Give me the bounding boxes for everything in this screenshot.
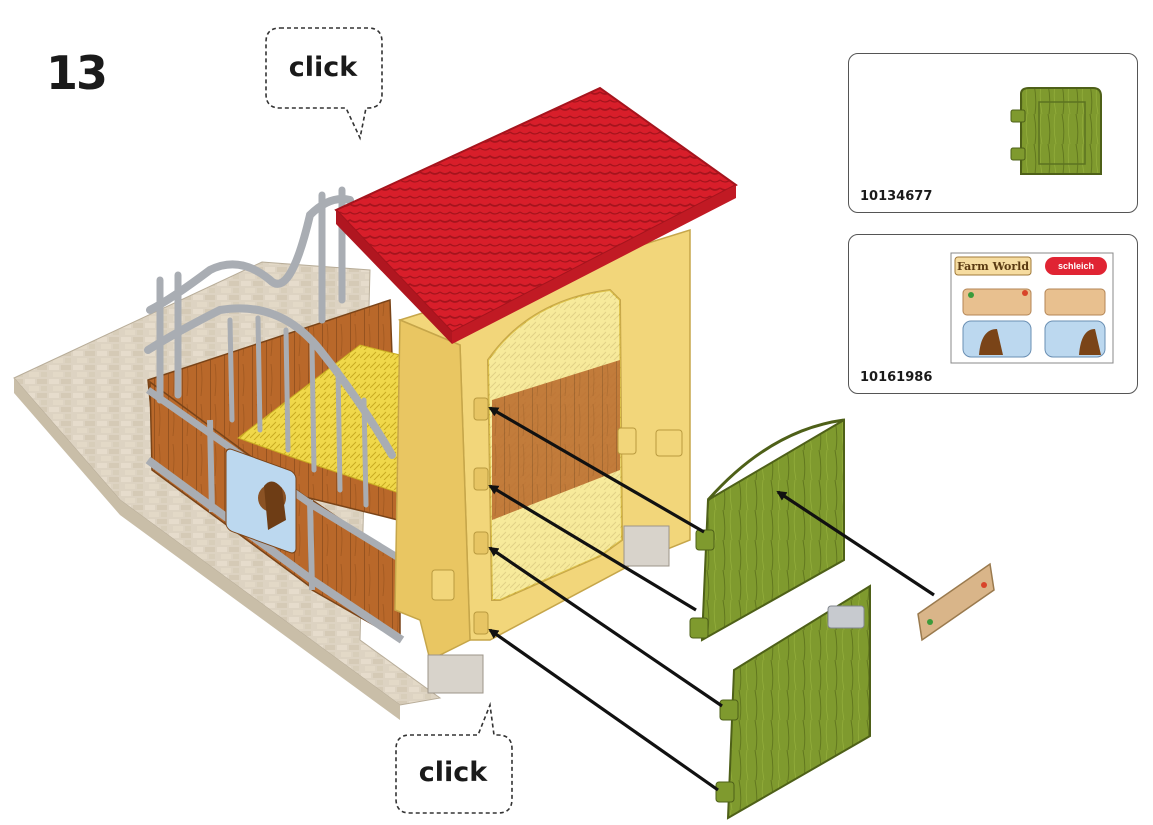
part-box-stickers: Farm World schleich 10161986: [848, 234, 1138, 394]
callout-bottom-bubble: [395, 701, 513, 814]
sticker-brand-text: schleich: [1058, 261, 1094, 271]
assembly-arrows: [488, 406, 935, 792]
stable-roof: [334, 86, 738, 344]
step-number: 13: [46, 46, 108, 100]
callout-bottom-text: click: [418, 757, 488, 788]
door-part-image: [1010, 87, 1102, 175]
sticker-logo-text: Farm World: [957, 260, 1029, 273]
part-number-door: 10134677: [860, 189, 933, 204]
callout-top-bubble: [265, 27, 383, 141]
sticker-sheet-image: Farm World schleich: [950, 252, 1114, 364]
part-number-stickers: 10161986: [860, 370, 933, 385]
door-upper-panel: [689, 418, 845, 642]
door-lower-panel: [715, 584, 871, 820]
callout-top-text: click: [288, 52, 358, 83]
part-box-door: 10134677: [848, 53, 1138, 213]
name-plate: [917, 562, 995, 642]
